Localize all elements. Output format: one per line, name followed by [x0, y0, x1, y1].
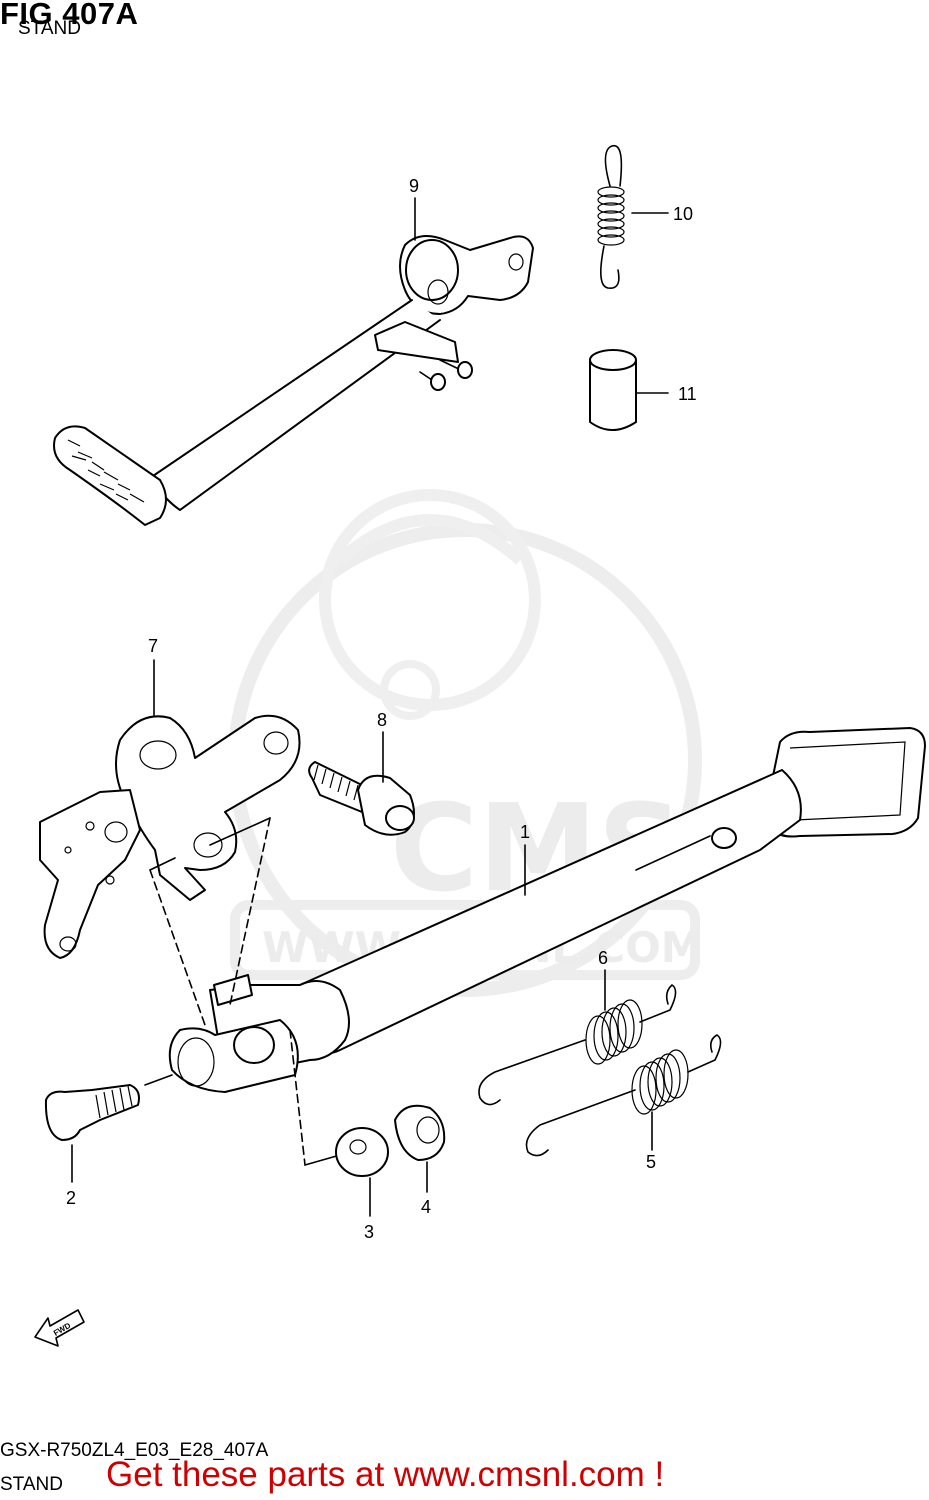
callout-5: 5 [646, 1152, 656, 1172]
callout-2: 2 [66, 1188, 76, 1208]
callout-9: 9 [409, 176, 419, 196]
callout-7: 7 [148, 636, 158, 656]
part-2-bolt [44, 1084, 140, 1183]
callout-8: 8 [377, 710, 387, 730]
part-3-washer [335, 1127, 389, 1217]
part-6-spring [478, 969, 677, 1106]
fwd-arrow-icon: FWD [34, 1309, 85, 1347]
model-code: GSX-R750ZL4_E03_E28_407A [0, 1440, 269, 1461]
part-10-spring [597, 144, 669, 289]
part-7-bracket [39, 714, 301, 959]
figure-title: FIG 407A [0, 0, 139, 31]
part-9-pedal [53, 235, 534, 526]
part-5-spring [525, 1034, 722, 1157]
section-name: STAND [0, 1474, 63, 1495]
figure-subtitle: STAND [18, 18, 81, 39]
assembly-guide-lines [144, 817, 341, 1166]
cta-link[interactable]: Get these parts at www.cmsnl.com ! [106, 1455, 665, 1494]
part-4-nut [394, 1104, 446, 1193]
callout-6: 6 [598, 948, 608, 968]
part-11-collar [589, 349, 669, 431]
callout-4: 4 [421, 1197, 431, 1217]
callout-1: 1 [520, 822, 530, 842]
part-8-bolt [308, 761, 415, 836]
callout-10: 10 [673, 204, 693, 224]
callout-3: 3 [364, 1222, 374, 1242]
part-1-stand [168, 727, 926, 1093]
callout-11: 11 [678, 384, 697, 404]
